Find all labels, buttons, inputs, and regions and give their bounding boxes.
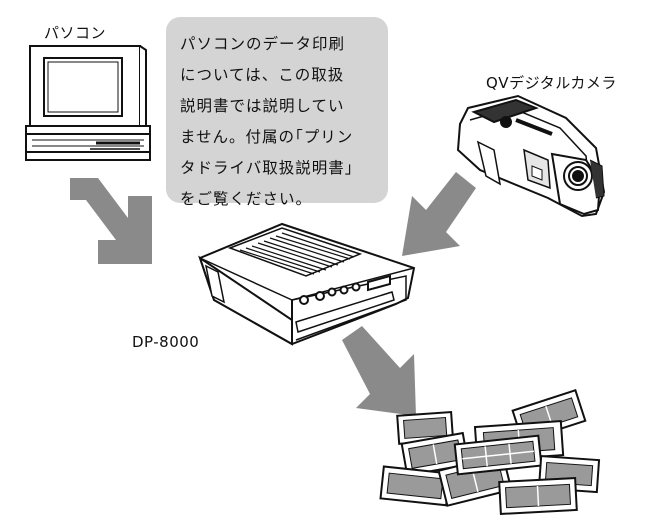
arrow-printer-to-photos — [342, 326, 416, 416]
camera-label: QVデジタルカメラ — [486, 74, 617, 92]
note-line: 説明書では説明してい — [180, 97, 345, 115]
note-line: については、この取扱 — [180, 66, 345, 84]
arrow-computer-to-printer — [70, 178, 152, 264]
note-line: タドライバ取扱説明書｣ — [180, 159, 354, 177]
note-line: ません。付属の｢プリン — [180, 128, 354, 146]
printer-icon — [198, 222, 416, 346]
printed-photos-icon — [379, 389, 601, 516]
note-line: をご覧ください。 — [180, 190, 313, 208]
computer-label: パソコン — [44, 24, 107, 42]
digital-camera-icon — [456, 94, 606, 218]
arrow-camera-to-printer — [402, 172, 476, 256]
note-box: パソコンのデータ印刷 については、この取扱 説明書では説明してい ません。付属の… — [166, 17, 388, 208]
printer-model-label: DP-8000 — [132, 333, 200, 351]
computer-icon — [25, 45, 151, 161]
note-line: パソコンのデータ印刷 — [180, 35, 346, 53]
